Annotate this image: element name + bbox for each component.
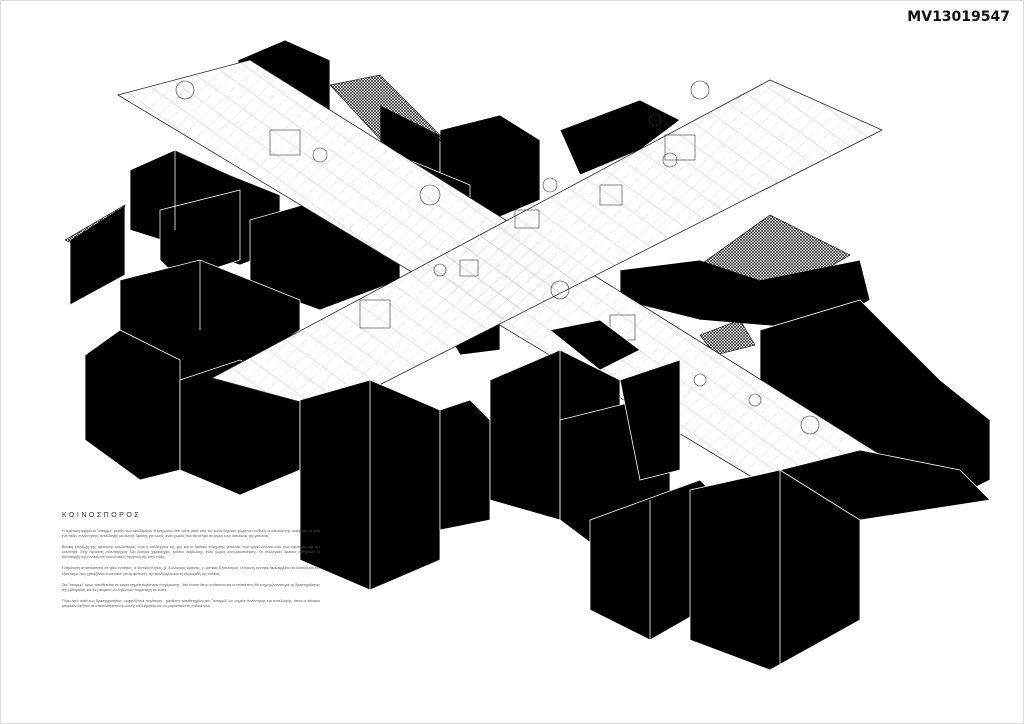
text-heading: ΚΟΙΝΟΣΠΟΡΟΣ <box>62 512 142 519</box>
paragraph: Στο "σπαρμό" όμως τοποθετείται σε καίρια… <box>62 582 320 592</box>
paragraph: Η πρόταση αφορά το "σπαρμό" μεταξύ των ο… <box>62 529 320 539</box>
paragraph: Η πρόταση αναπτύσσεται σε τρεις ενότητες… <box>62 566 320 576</box>
project-code: MV13019547 <box>907 9 1010 25</box>
roof-right <box>699 214 851 291</box>
roof-top <box>329 74 446 151</box>
description-text-block: ΚΟΙΝΟΣΠΟΡΟΣ Η πρόταση αφορά το "σπαρμό" … <box>62 512 320 615</box>
buildings-front <box>299 319 991 671</box>
paragraph: Βασική επιδίωξη της πρότασης κοινόσπορος… <box>62 545 320 560</box>
paragraph: Γύρω από αυτά των δραστηριοτήτων, εμφανί… <box>62 598 320 608</box>
building-edges <box>174 150 781 670</box>
roof-left <box>64 204 126 261</box>
plaza-cross <box>116 59 906 501</box>
